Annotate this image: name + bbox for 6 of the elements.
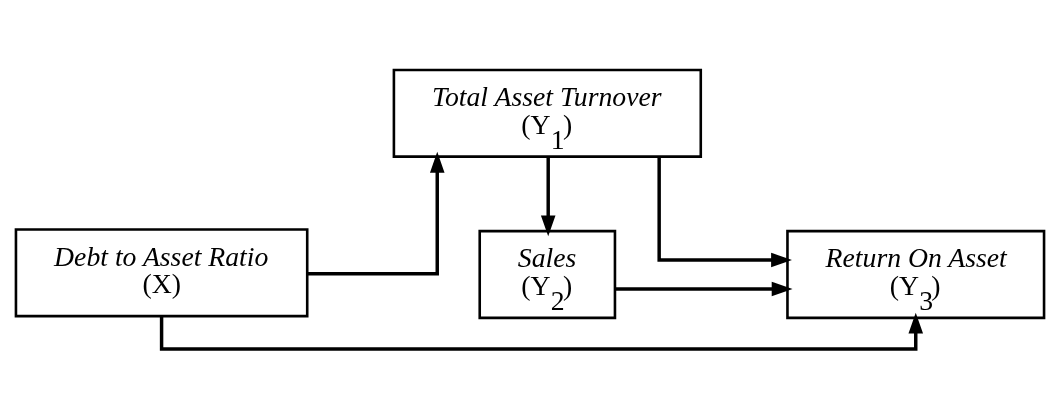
node-box: Debt to Asset Ratio (X) bbox=[14, 228, 309, 318]
arrow bbox=[615, 281, 793, 297]
arrow bbox=[657, 157, 792, 268]
arrow bbox=[159, 312, 924, 351]
arrow bbox=[307, 151, 445, 276]
arrow bbox=[540, 157, 556, 237]
